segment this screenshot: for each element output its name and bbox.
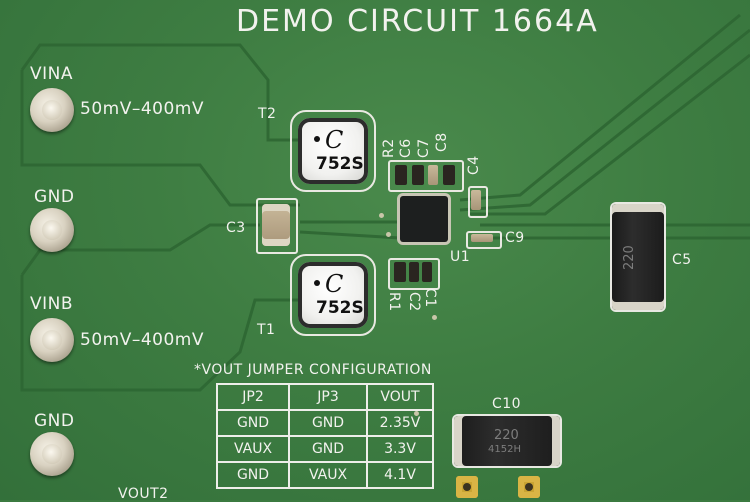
table-cell: 4.1V — [366, 461, 434, 489]
c3-footprint — [256, 198, 298, 254]
vinb-range-label: 50mV–400mV — [80, 330, 204, 350]
t1-body: C 752S — [298, 262, 368, 328]
t2-logo: C — [325, 126, 344, 154]
t1-marking: 752S — [316, 298, 364, 318]
table-cell: GND — [288, 435, 368, 463]
board-title: DEMO CIRCUIT 1664A — [236, 4, 599, 39]
resistor-r2 — [395, 165, 407, 185]
upper-passives-footprint — [388, 160, 464, 192]
c2-refdes: C2 — [406, 292, 422, 312]
table-row: GND GND 2.35V — [216, 409, 434, 437]
t2-body: C 752S — [298, 118, 368, 184]
table-cell: 3.3V — [366, 435, 434, 463]
t1-pin1-dot — [314, 280, 320, 286]
t2-marking: 752S — [316, 154, 364, 174]
c5-marking: 220 — [622, 245, 637, 270]
lower-passives-footprint — [388, 258, 440, 290]
table-cell: GND — [216, 409, 290, 437]
u1-refdes: U1 — [450, 249, 471, 265]
c10-sub-marking: 4152H — [488, 444, 521, 455]
via — [379, 213, 384, 218]
table-row: GND VAUX 4.1V — [216, 461, 434, 489]
jumper-config-title: *VOUT JUMPER CONFIGURATION — [194, 362, 432, 378]
header-jp2: JP2 — [216, 383, 290, 411]
capacitor-c6 — [412, 165, 424, 185]
vinb-label: VINB — [30, 294, 74, 314]
capacitor-c3 — [262, 204, 290, 246]
capacitor-c10: 220 4152H — [454, 416, 560, 466]
c10-marking: 220 — [494, 428, 519, 443]
header-jp3: JP3 — [288, 383, 368, 411]
table-cell: GND — [288, 409, 368, 437]
vout2-label: VOUT2 — [118, 486, 169, 502]
gnd-label-1: GND — [34, 187, 75, 207]
table-cell: GND — [216, 461, 290, 489]
t2-refdes: T2 — [258, 106, 277, 122]
c4-refdes: C4 — [466, 155, 482, 175]
table-header-row: JP2 JP3 VOUT — [216, 383, 434, 411]
capacitor-c2 — [409, 262, 419, 282]
vina-label: VINA — [30, 64, 73, 84]
c8-refdes: C8 — [434, 132, 450, 152]
c9-refdes: C9 — [505, 230, 525, 246]
gnd-label-2: GND — [34, 411, 75, 431]
via — [414, 411, 419, 416]
capacitor-c9 — [471, 234, 493, 242]
table-cell: 2.35V — [366, 409, 434, 437]
t2-pin1-dot — [314, 136, 320, 142]
ic-u1 — [400, 196, 448, 242]
via — [386, 232, 391, 237]
transformer-t2: C 752S — [290, 110, 376, 192]
via — [432, 315, 437, 320]
gnd-terminal-post-1 — [30, 208, 74, 252]
table-cell: VAUX — [288, 461, 368, 489]
jumper-config-table: JP2 JP3 VOUT GND GND 2.35V VAUX GND 3.3V… — [216, 383, 434, 489]
table-cell: VAUX — [216, 435, 290, 463]
capacitor-c4 — [471, 190, 481, 210]
test-pad-right — [518, 476, 540, 498]
c4-footprint — [468, 186, 488, 218]
t1-logo: C — [325, 270, 344, 298]
capacitor-c7 — [428, 165, 438, 185]
r1-refdes: R1 — [386, 292, 402, 312]
capacitor-c1 — [422, 262, 432, 282]
c10-refdes: C10 — [492, 396, 522, 412]
c6-refdes: C6 — [398, 138, 414, 158]
c7-refdes: C7 — [416, 138, 432, 158]
table-row: VAUX GND 3.3V — [216, 435, 434, 463]
t1-refdes: T1 — [257, 322, 276, 338]
header-vout: VOUT — [366, 383, 434, 411]
c3-refdes: C3 — [226, 220, 246, 236]
capacitor-c5: 220 — [612, 204, 664, 310]
gnd-terminal-post-2 — [30, 432, 74, 476]
vina-range-label: 50mV–400mV — [80, 99, 204, 119]
resistor-r1 — [394, 262, 406, 282]
test-pad-left — [456, 476, 478, 498]
c1-refdes: C1 — [422, 288, 438, 308]
vinb-terminal-post — [30, 318, 74, 362]
r2-refdes: R2 — [381, 138, 397, 158]
capacitor-c8 — [443, 165, 455, 185]
transformer-t1: C 752S — [290, 254, 376, 336]
c5-refdes: C5 — [672, 252, 692, 268]
vina-terminal-post — [30, 88, 74, 132]
c9-footprint — [466, 231, 502, 249]
